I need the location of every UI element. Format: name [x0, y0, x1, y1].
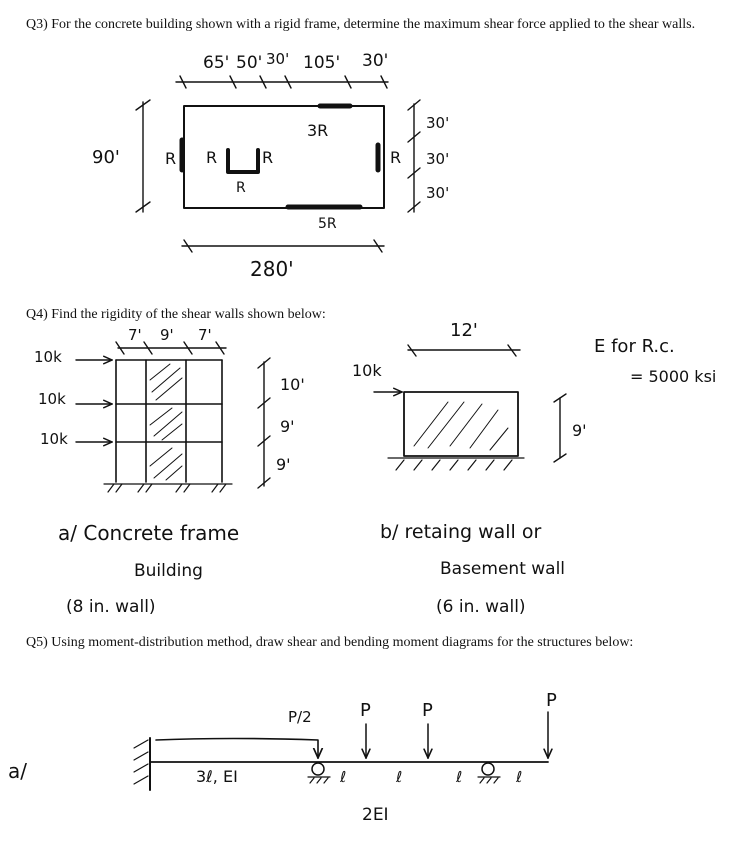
q3-dim-top-4: 105': [303, 53, 340, 73]
q5-stiffness-label: 2EI: [362, 805, 389, 825]
q3-core-wall: [226, 148, 260, 174]
q5-load-2: P: [360, 700, 371, 721]
q4b-length-label: 12': [450, 320, 478, 341]
q3-top-dimension-ticks: [179, 75, 388, 89]
q3-left-wall-rigidity: R: [165, 149, 176, 168]
q3-dim-top-2: 50': [236, 53, 262, 73]
q4a-bay-dim-1: 7': [128, 326, 142, 344]
q3-question-text: Q3) For the concrete building shown with…: [26, 17, 696, 32]
q3-right-dim-3: 30': [426, 184, 449, 202]
q4a-story-dim-3: 9': [276, 455, 291, 474]
q4a-caption-line-3: (8 in. wall): [66, 597, 156, 617]
q3-right-dim-2: 30': [426, 150, 449, 168]
q3-core-rigidity-right: R: [262, 148, 273, 167]
q5-span-3: ℓ: [395, 768, 402, 786]
q4-note-line-2: = 5000 ksi: [630, 367, 716, 386]
q4a-caption-line-2: Building: [134, 561, 203, 581]
q4-question-text: Q4) Find the rigidity of the shear walls…: [26, 307, 326, 322]
q4-wall-figure: 12' 10k 9' b/ retaing wall or Basement: [352, 320, 716, 617]
q3-dim-top-3: 30': [266, 50, 289, 68]
q4-frame-figure: 7' 9' 7': [34, 326, 305, 617]
q5-load-4: P: [546, 690, 557, 711]
q4b-load-label: 10k: [352, 361, 382, 380]
q3-right-wall-rigidity: R: [390, 148, 401, 167]
q4b-caption-line-1: b/ retaing wall or: [380, 521, 542, 543]
q4a-load-1: 10k: [34, 348, 62, 366]
q4b-height-label: 9': [572, 421, 587, 440]
q3-dim-top-1: 65': [203, 53, 229, 73]
q5-question-text: Q5) Using moment-distribution method, dr…: [26, 635, 634, 650]
q5-part-label: a/: [8, 759, 27, 783]
q4b-wall-outline: [403, 391, 519, 457]
q4a-bay-dim-3: 7': [198, 326, 212, 344]
q4a-bay-dim-2: 9': [160, 326, 174, 344]
q5-span-5: ℓ: [515, 768, 522, 786]
q4a-caption-line-1: a/ Concrete frame: [58, 521, 239, 545]
q5-load-1: P/2: [288, 708, 312, 726]
q3-width-label: 280': [250, 257, 294, 281]
q3-dim-top-5: 30': [362, 51, 388, 71]
q3-core-rigidity-left: R: [206, 148, 217, 167]
q3-right-dim-1: 30': [426, 114, 449, 132]
q4a-load-2: 10k: [38, 390, 66, 408]
q5-span1-label: 3ℓ, EI: [196, 767, 238, 786]
q4b-caption-line-2: Basement wall: [440, 559, 565, 579]
q5-span-4: ℓ: [455, 768, 462, 786]
q5-span-2: ℓ: [339, 768, 346, 786]
q3-bottom-wall-rigidity: 5R: [318, 216, 337, 232]
q4a-story-dim-2: 9': [280, 417, 295, 436]
q3-core-rigidity-bottom: R: [236, 180, 246, 196]
q5-load-3: P: [422, 700, 433, 721]
q3-top-wall-rigidity: 3R: [307, 121, 328, 140]
q4a-load-3: 10k: [40, 430, 68, 448]
q4a-infill-wall: [149, 363, 183, 481]
q4b-caption-line-3: (6 in. wall): [436, 597, 526, 617]
q3-plan-figure: 65' 50' 30' 105' 30' 90' R R R R R 3R 5R: [92, 50, 449, 281]
q4-note-line-1: E for R.c.: [594, 336, 675, 357]
q5-beam-figure: a/ P/2 P P P: [8, 690, 557, 825]
q3-height-label: 90': [92, 147, 120, 168]
q4a-story-dim-1: 10': [280, 375, 305, 394]
